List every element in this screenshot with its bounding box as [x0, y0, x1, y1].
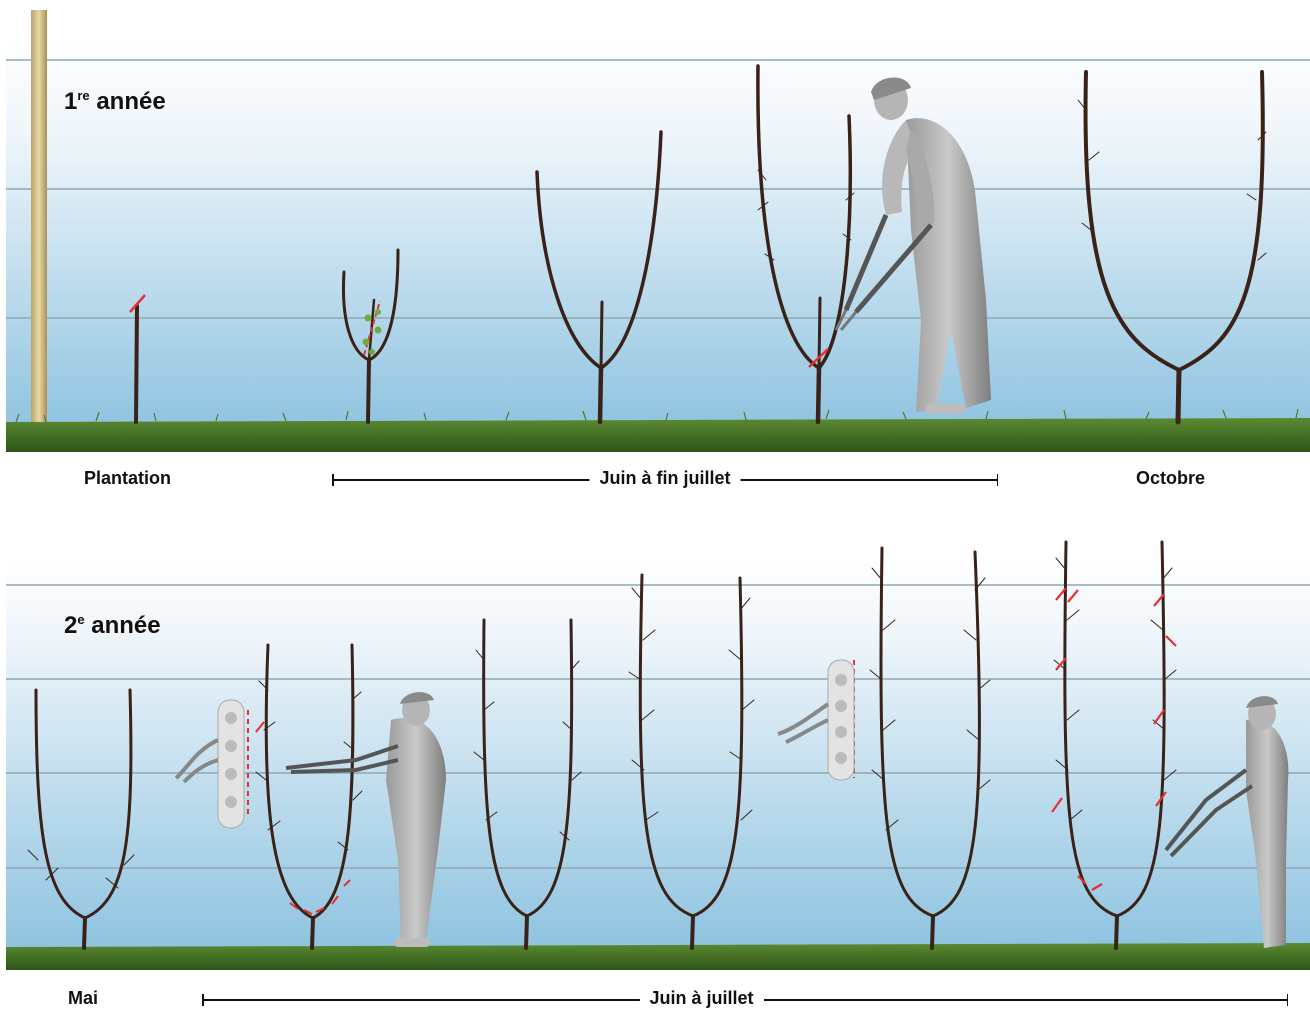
year-2-illustration	[6, 520, 1310, 970]
label-octobre: Octobre	[1136, 468, 1205, 489]
tree-plantation	[136, 306, 137, 422]
year-1-panel	[6, 0, 1310, 452]
stake	[31, 10, 47, 422]
grass	[6, 418, 1310, 452]
label-mai: Mai	[68, 988, 98, 1009]
year-2-title: 2e année	[64, 612, 161, 640]
label-juin-fin-juillet: Juin à fin juillet	[589, 468, 740, 489]
timeline-row2: Juin à juillet	[202, 994, 1288, 1006]
sky	[6, 560, 1310, 950]
year-2-panel	[6, 520, 1310, 970]
year-1-illustration	[6, 0, 1310, 452]
year-1-title: 1re année	[64, 88, 166, 116]
label-plantation: Plantation	[84, 468, 171, 489]
timeline-row1: Juin à fin juillet	[332, 474, 998, 486]
label-juin-a-juillet: Juin à juillet	[640, 988, 764, 1009]
sky	[6, 40, 1310, 430]
